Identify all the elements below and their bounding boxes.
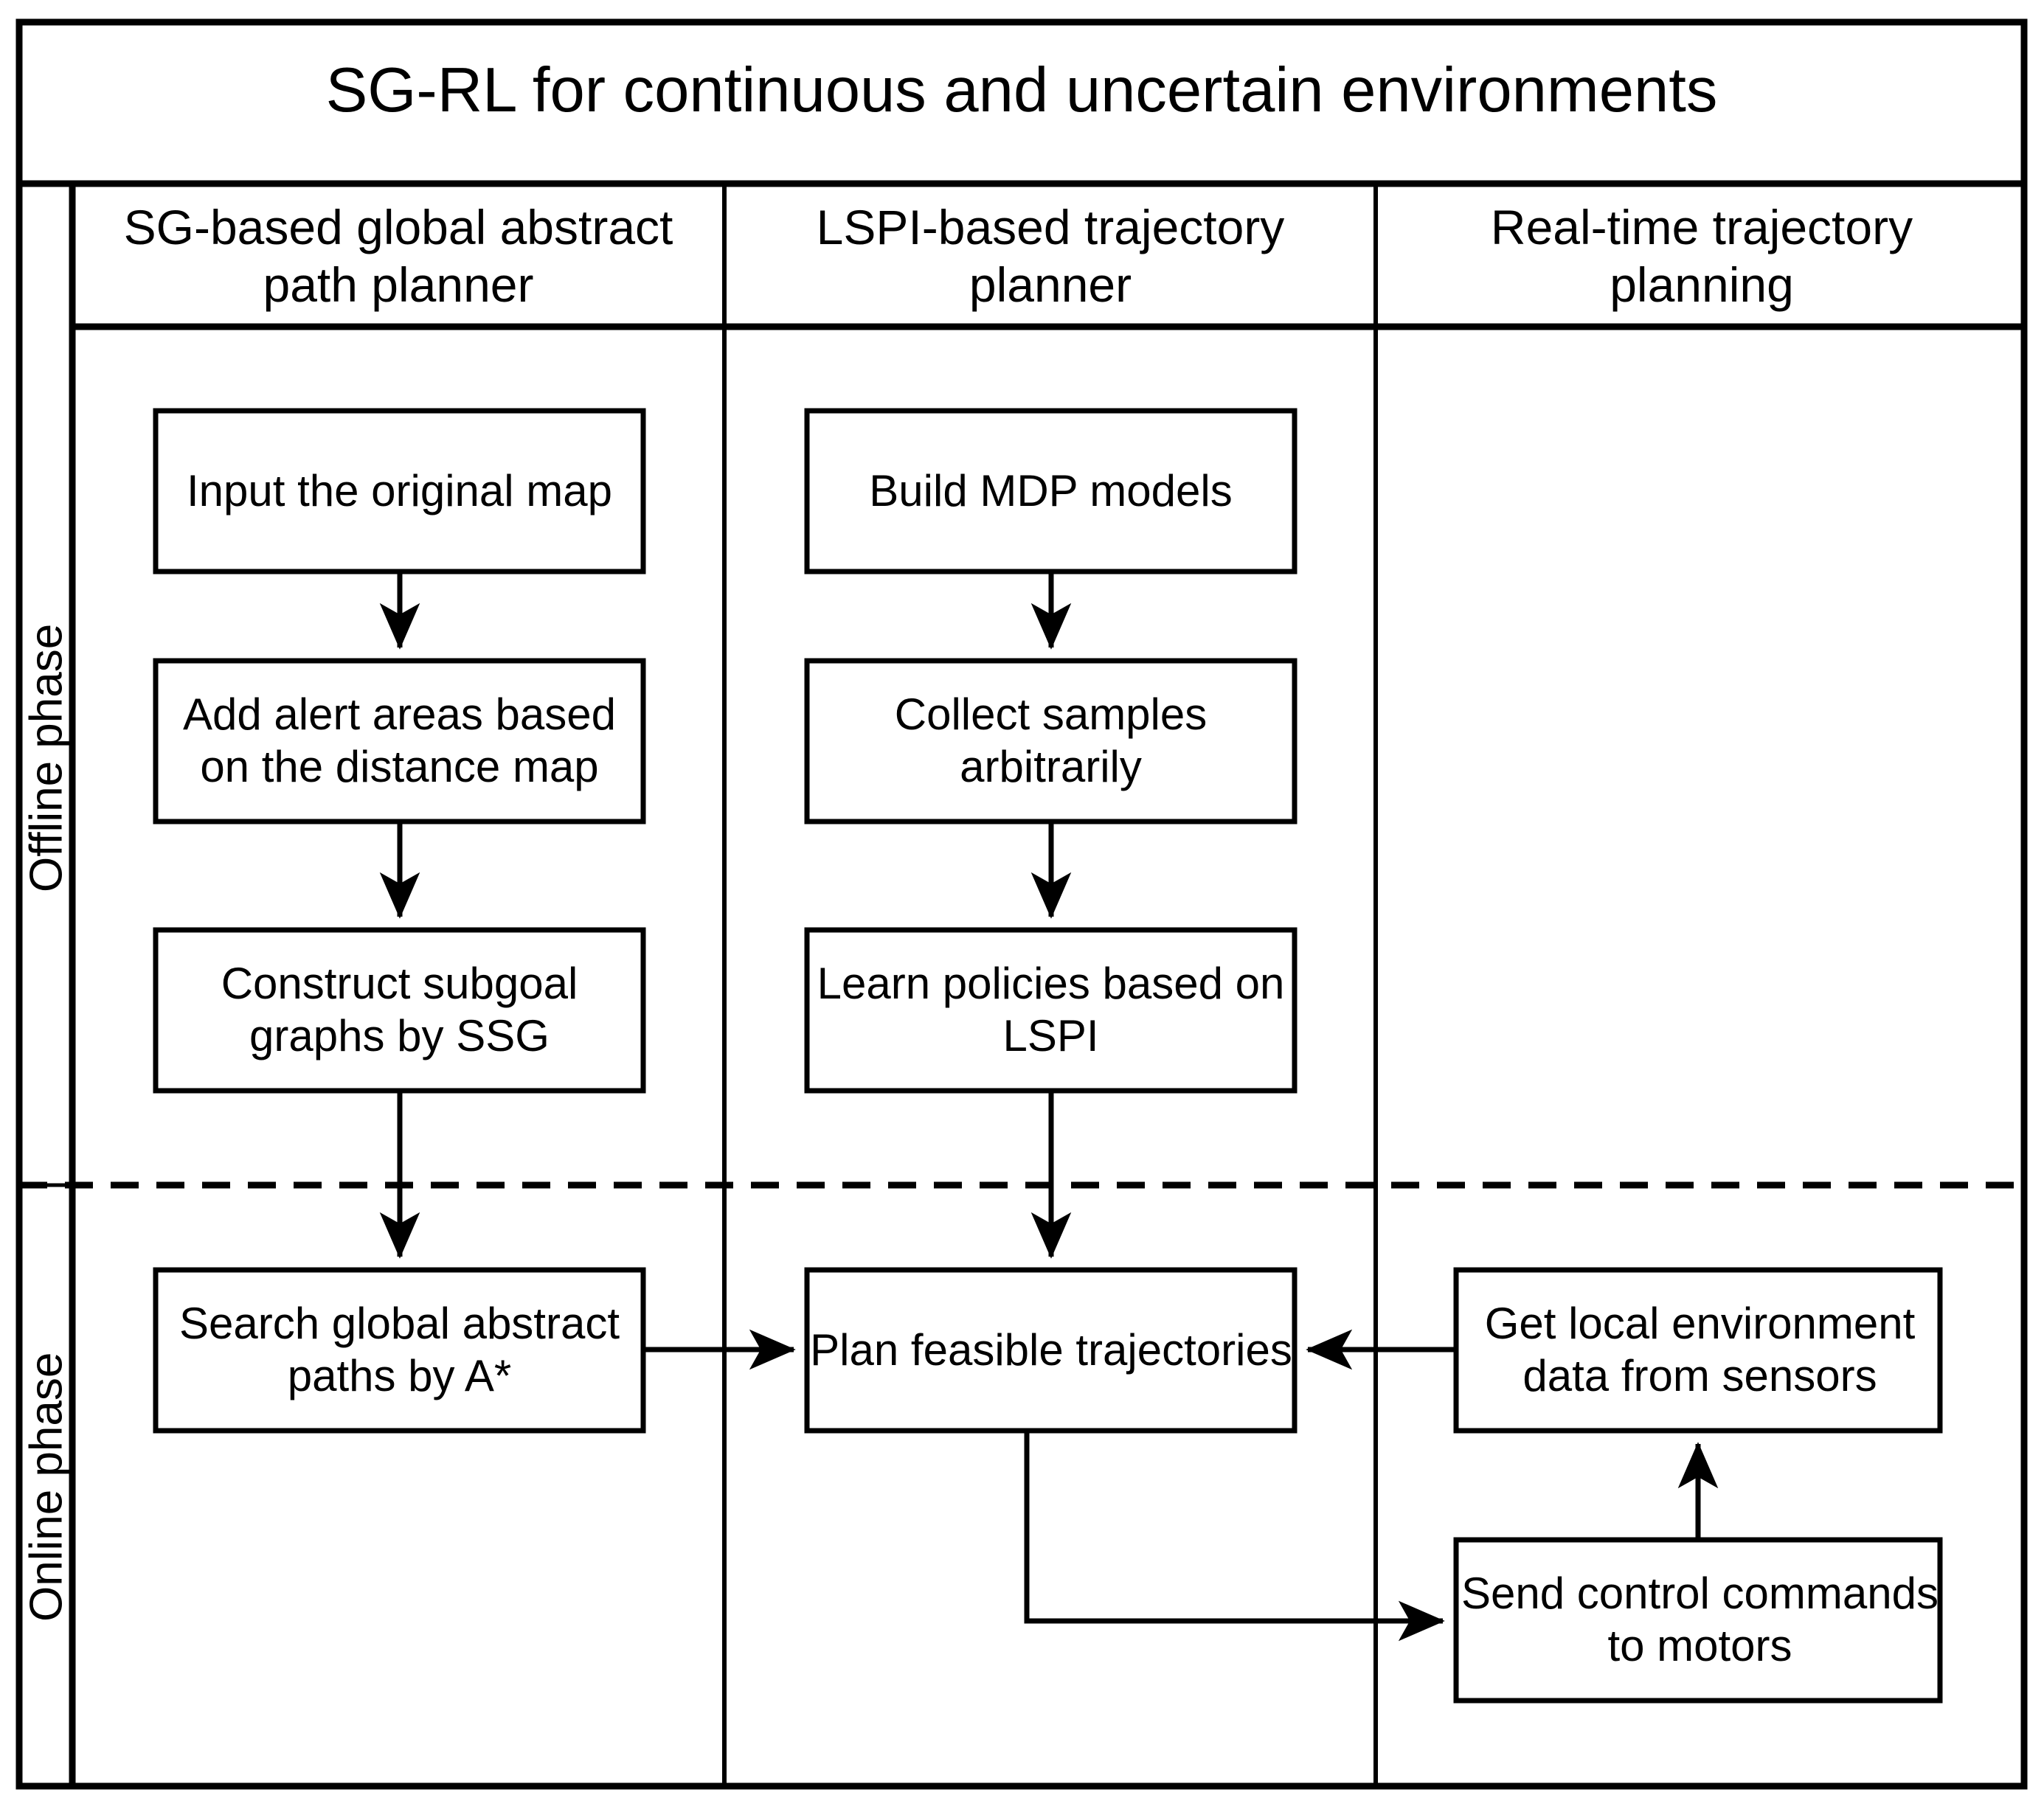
node-box-send-motors[interactable] bbox=[1453, 1537, 1943, 1704]
node-box-learn-policies[interactable] bbox=[804, 927, 1298, 1094]
node-label-learn-policies: Learn policies based on LSPI bbox=[817, 959, 1285, 1060]
phase-label-offline: Offline phase bbox=[21, 623, 72, 892]
edge-plan-traj-to-send-motors bbox=[1024, 1431, 1445, 1642]
phase-label-online: Online phase bbox=[21, 1352, 72, 1622]
column-header-lspi-planner: LSPI-based trajectory planner bbox=[816, 200, 1285, 312]
outer-frame bbox=[15, 18, 2028, 1790]
node-box-subgoal-graphs[interactable] bbox=[153, 927, 646, 1094]
node-label-build-mdp: Build MDP models bbox=[869, 465, 1233, 515]
node-label-collect-samples: Collect samples arbitrarily bbox=[894, 690, 1208, 791]
node-label-alert-areas: Add alert areas based on the distance ma… bbox=[182, 690, 617, 791]
column-header-realtime: Real-time trajectory planning bbox=[1490, 200, 1913, 312]
node-box-build-mdp[interactable] bbox=[804, 408, 1298, 574]
node-label-search-paths: Search global abstract paths by A* bbox=[179, 1299, 620, 1400]
node-label-plan-traj: Plan feasible trajectories bbox=[810, 1324, 1292, 1375]
page-title: SG-RL for continuous and uncertain envir… bbox=[325, 55, 1718, 125]
node-box-input-map[interactable] bbox=[153, 408, 646, 574]
node-label-subgoal-graphs: Construct subgoal graphs by SSG bbox=[221, 959, 578, 1060]
node-label-input-map: Input the original map bbox=[186, 465, 613, 515]
node-box-plan-traj[interactable] bbox=[804, 1267, 1298, 1434]
column-header-sg-planner: SG-based global abstract path planner bbox=[123, 200, 673, 312]
node-label-send-motors: Send control commands to motors bbox=[1461, 1569, 1939, 1670]
node-box-collect-samples[interactable] bbox=[804, 658, 1298, 824]
node-label-get-sensor: Get local environment data from sensors bbox=[1484, 1299, 1916, 1400]
node-box-get-sensor[interactable] bbox=[1453, 1267, 1943, 1434]
